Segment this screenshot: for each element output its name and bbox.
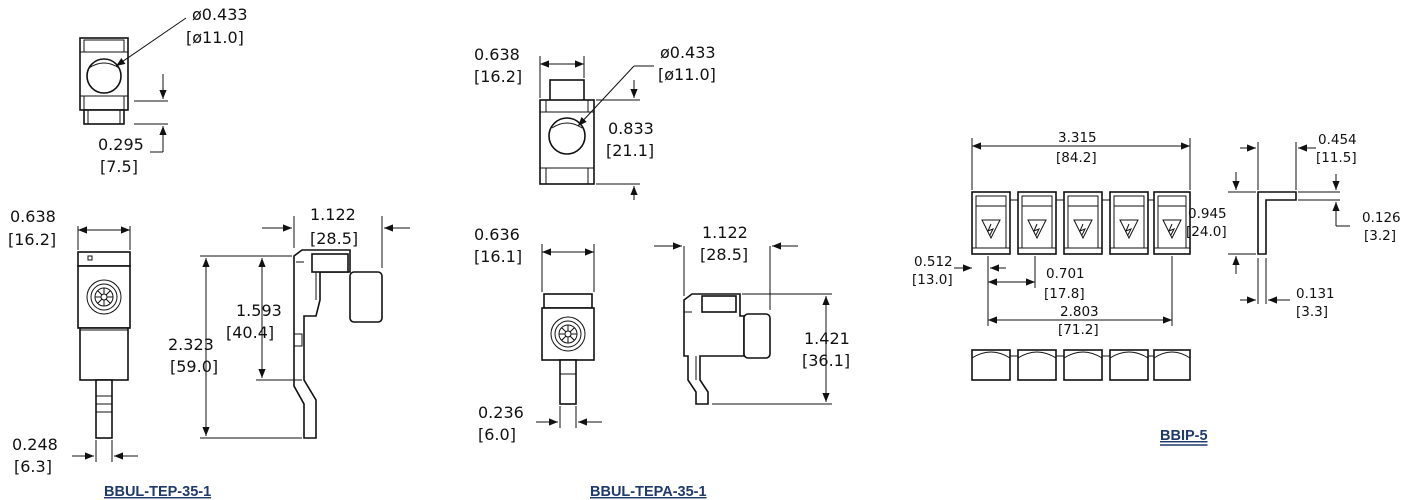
- bbip-side-view: [1257, 191, 1297, 255]
- bbip-side-h-mm: [24.0]: [1186, 224, 1227, 240]
- tepa-depth-in: 1.122: [702, 223, 748, 242]
- tep-front-view: [77, 251, 131, 439]
- tep-tab-dim: 0.248 [6.3]: [12, 435, 138, 476]
- tep-side-view: [293, 249, 383, 439]
- tepa-hole-dim: ø0.433 [ø11.0]: [577, 43, 716, 127]
- bbip-thick-in: 0.131: [1296, 286, 1335, 302]
- bbip-span-mm: [71.2]: [1058, 322, 1099, 338]
- tep-tab-in: 0.248: [12, 435, 58, 454]
- tepa-tab-mm: [6.0]: [478, 425, 516, 444]
- tepa-width-top-mm: [16.2]: [474, 67, 522, 86]
- tepa-front-view: [541, 293, 595, 405]
- tepa-top-height-in: 0.833: [608, 119, 654, 138]
- bbip-side-w-in: 0.454: [1318, 132, 1357, 148]
- bbip-cell: [1153, 191, 1191, 255]
- tep-height-dims: 1.593 [40.4] 2.323 [59.0]: [168, 255, 302, 439]
- bbip-edge-dim: 0.512 [13.0]: [912, 254, 1173, 326]
- bbip-side-w-mm: [11.5]: [1316, 150, 1357, 166]
- bbip-edge-in: 0.512: [914, 254, 953, 270]
- tep-offset-in: 0.295: [98, 135, 144, 154]
- tepa-top-height-mm: [21.1]: [606, 141, 654, 160]
- tepa-width-dim: 0.636 [16.1]: [474, 225, 595, 292]
- bbip-side-height-dim: 0.945 [24.0]: [1186, 172, 1256, 274]
- tepa-height-dim: 1.421 [36.1]: [712, 293, 850, 405]
- tepa-width-mm: [16.1]: [474, 247, 522, 266]
- tep-drawing: ø0.433 [ø11.0] 0.295 [7.5]: [8, 5, 410, 500]
- tepa-depth-mm: [28.5]: [700, 245, 748, 264]
- tepa-top-height-dim: 0.833 [21.1]: [596, 80, 654, 200]
- bbip-cell: [1063, 191, 1103, 255]
- tep-mid-height-mm: [40.4]: [226, 323, 274, 342]
- tepa-tab-dim: 0.236 [6.0]: [478, 403, 602, 444]
- tep-hole-dia-in: ø0.433: [192, 5, 248, 24]
- bbip-cell: [1017, 191, 1057, 255]
- tep-offset-dim: 0.295 [7.5]: [98, 74, 168, 176]
- tepa-title: BBUL-TEPA-35-1: [590, 484, 707, 500]
- tep-height-in: 2.323: [168, 335, 214, 354]
- tepa-side-view: [683, 293, 771, 405]
- tep-mid-height-in: 1.593: [236, 301, 282, 320]
- bbip-span-dim: 2.803 [71.2]: [988, 304, 1172, 338]
- bbip-title: BBIP-5: [1160, 428, 1208, 444]
- tep-title: BBUL-TEP-35-1: [104, 484, 211, 500]
- tep-height-mm: [59.0]: [170, 357, 218, 376]
- tep-width-mm: [16.2]: [8, 230, 56, 249]
- bbip-length-mm: [84.2]: [1056, 150, 1097, 166]
- tep-offset-mm: [7.5]: [100, 157, 138, 176]
- tepa-depth-dim: 1.122 [28.5]: [654, 223, 798, 310]
- tepa-width-top-dim: 0.638 [16.2]: [474, 45, 585, 98]
- bbip-side-h-in: 0.945: [1188, 206, 1227, 222]
- bbip-length-dim: 3.315 [84.2]: [971, 130, 1191, 190]
- tep-top-view: [79, 37, 129, 125]
- bbip-front-view: [971, 191, 1191, 255]
- bbip-pitch-mm: [17.8]: [1044, 286, 1085, 302]
- tepa-top-view: [539, 79, 595, 185]
- bbip-pitch-in: 0.701: [1046, 266, 1085, 282]
- bbip-length-in: 3.315: [1058, 130, 1097, 146]
- tep-depth-dim: 1.122 [28.5]: [262, 205, 410, 268]
- bbip-drawing: 3.315 [84.2] 0.512 [13.0] 0.701 [17.8] 2…: [912, 130, 1401, 446]
- tepa-width-top-in: 0.638: [474, 45, 520, 64]
- tepa-height-mm: [36.1]: [802, 351, 850, 370]
- tepa-drawing: 0.638 [16.2] ø0.433 [ø11.0] 0.833 [21.1]: [474, 43, 850, 500]
- bbip-lip-in: 0.126: [1362, 210, 1401, 226]
- tepa-hole-dia-in: ø0.433: [660, 43, 716, 62]
- bbip-thick-dim: 0.131 [3.3]: [1240, 258, 1335, 320]
- bbip-bottom-view: [971, 349, 1191, 381]
- tepa-tab-in: 0.236: [478, 403, 524, 422]
- bbip-lip-mm: [3.2]: [1364, 228, 1396, 244]
- tep-width-in: 0.638: [10, 207, 56, 226]
- bbip-edge-mm: [13.0]: [912, 272, 953, 288]
- tep-hole-dim: ø0.433 [ø11.0]: [115, 5, 248, 67]
- tep-depth-in: 1.122: [310, 205, 356, 224]
- bbip-cell: [971, 191, 1011, 255]
- bbip-lip-dim: 0.126 [3.2]: [1298, 174, 1401, 244]
- tep-depth-mm: [28.5]: [310, 229, 358, 248]
- tepa-height-in: 1.421: [804, 329, 850, 348]
- tepa-width-in: 0.636: [474, 225, 520, 244]
- bbip-pitch-dim: 0.701 [17.8]: [988, 266, 1085, 302]
- tep-width-dim: 0.638 [16.2]: [8, 207, 131, 250]
- bbip-side-width-dim: 0.454 [11.5]: [1240, 132, 1357, 190]
- tep-tab-mm: [6.3]: [14, 457, 52, 476]
- tep-hole-dia-mm: [ø11.0]: [186, 28, 244, 47]
- bbip-span-in: 2.803: [1060, 304, 1099, 320]
- bbip-cell: [1109, 191, 1149, 255]
- bbip-thick-mm: [3.3]: [1296, 304, 1328, 320]
- tepa-hole-dia-mm: [ø11.0]: [658, 65, 716, 84]
